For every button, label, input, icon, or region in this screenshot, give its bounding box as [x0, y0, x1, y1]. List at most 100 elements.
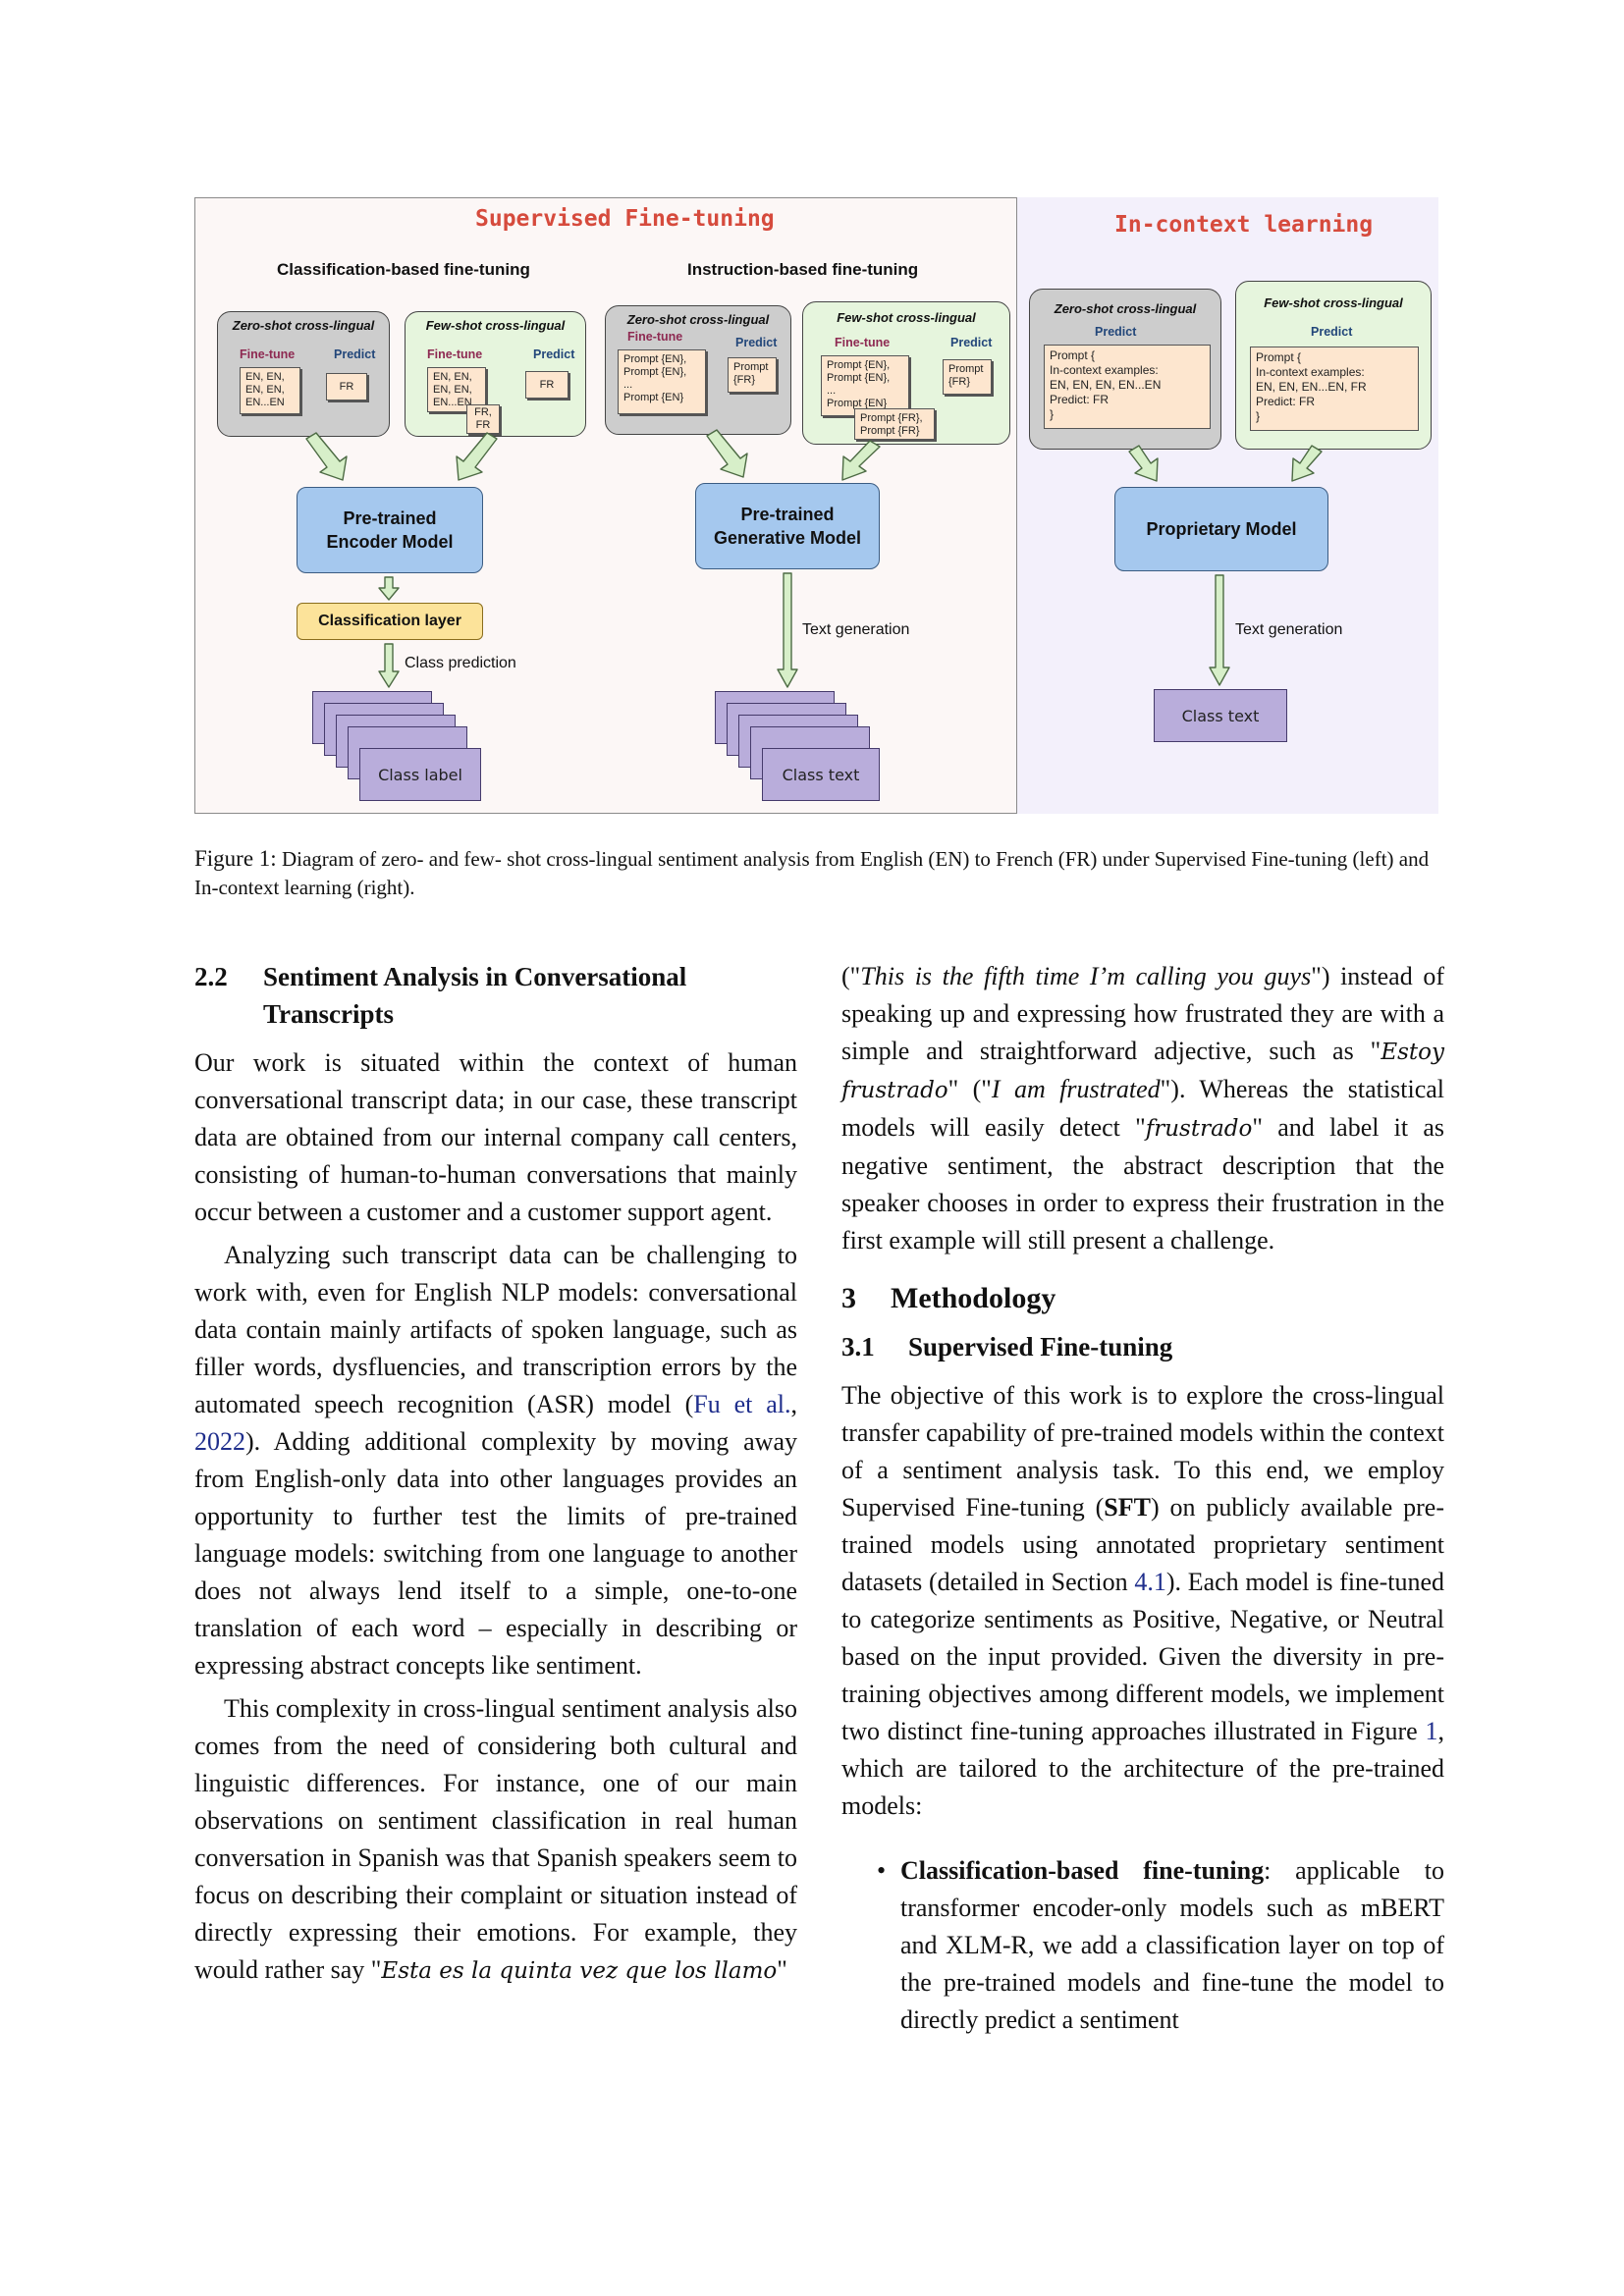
bullet-text: : applicable to transformer encoder-only… [900, 1856, 1445, 2034]
predict-label: Predict [1311, 325, 1353, 339]
text-span: The objective of this work is to explore… [841, 1381, 1444, 1522]
text-span: This complexity in cross-lingual sentime… [194, 1694, 797, 1984]
finetune-label: Fine-tune [240, 347, 296, 361]
icl-prompt-note: Prompt { In-context examples: EN, EN, EN… [1044, 345, 1211, 429]
paragraph: The objective of this work is to explore… [841, 1377, 1444, 1825]
text-span: ") instead of speaking up and expressing… [841, 962, 1444, 1065]
predict-label: Predict [1095, 325, 1137, 339]
section-number: 3.1 [841, 1332, 875, 1362]
finetune-label: Fine-tune [835, 336, 891, 349]
few-shot-data-note: FR, FR [466, 404, 500, 434]
text-span: ). Each model is fine-tuned to categoriz… [841, 1568, 1445, 1745]
arrow [378, 643, 400, 688]
prediction-data-note: Prompt {FR} [943, 359, 992, 395]
text-span: ). Adding additional complexity by movin… [194, 1427, 797, 1680]
approach-list: Classification-based fine-tuning: applic… [841, 1852, 1444, 2039]
flow-arrows [305, 429, 1323, 688]
panel-title: Few-shot cross-lingual [837, 310, 976, 325]
classification-finetuning-heading: Classification-based fine-tuning [277, 260, 530, 279]
in-context-learning-title: In-context learning [1114, 212, 1374, 238]
instruction-finetuning-heading: Instruction-based fine-tuning [687, 260, 919, 279]
predict-label: Predict [735, 336, 778, 349]
paragraph: ("This is the fifth time I’m calling you… [841, 958, 1444, 1259]
predict-label: Predict [533, 347, 575, 361]
class-text-output-icl: Class text [1154, 689, 1287, 742]
text-span: " and label it as negative sentiment, th… [841, 1113, 1444, 1255]
list-item: Classification-based fine-tuning: applic… [877, 1852, 1445, 2039]
paragraph: Analyzing such transcript data can be ch… [194, 1237, 797, 1684]
citation-name: Fu et al. [693, 1390, 791, 1418]
figure-caption: Figure 1: Diagram of zero- and few- shot… [194, 844, 1441, 902]
panel-title: Few-shot cross-lingual [425, 318, 566, 333]
figure-ref-link[interactable]: 1 [1425, 1717, 1438, 1745]
sft-abbreviation: SFT [1104, 1493, 1151, 1522]
arrow [1209, 574, 1230, 686]
panel-few-shot-classification: Few-shot cross-lingual Fine-tune Predict… [405, 311, 586, 437]
section-title: Sentiment Analysis in Conversational Tra… [263, 962, 687, 1029]
panel-zero-shot-instruction: Zero-shot cross-lingual Fine-tune Predic… [605, 305, 791, 435]
predict-label: Predict [334, 347, 376, 361]
bullet-term: Classification-based fine-tuning [900, 1856, 1265, 1885]
citation-link[interactable]: Fu et al., 2022 [194, 1390, 797, 1456]
finetune-label: Fine-tune [427, 347, 483, 361]
text-generation-label: Text generation [802, 621, 910, 638]
prediction-data-note: Prompt {FR} [728, 357, 777, 393]
class-text-output: Class text [762, 748, 880, 801]
arrow [378, 576, 400, 601]
panel-few-shot-icl: Few-shot cross-lingual Predict Prompt { … [1235, 281, 1432, 450]
pretrained-encoder-model: Pre-trained Encoder Model [297, 487, 483, 573]
section-title: Methodology [891, 1282, 1056, 1314]
spanish-word: frustrado [1145, 1116, 1253, 1142]
caption-label: Figure 1: [194, 846, 277, 871]
proprietary-model: Proprietary Model [1114, 487, 1328, 571]
prediction-data-note: FR [525, 371, 568, 399]
panel-zero-shot-classification: Zero-shot cross-lingual Fine-tune Predic… [217, 311, 390, 437]
panel-title: Zero-shot cross-lingual [1054, 301, 1197, 316]
section-title: Supervised Fine-tuning [908, 1332, 1173, 1362]
arrow [1291, 445, 1323, 482]
section-number: 3 [841, 1282, 856, 1314]
class-label-output: Class label [359, 748, 481, 801]
arrow [1128, 445, 1159, 482]
left-column: 2.2 Sentiment Analysis in Conversational… [194, 958, 797, 1990]
text-generation-label: Text generation [1235, 621, 1343, 638]
panel-title: Zero-shot cross-lingual [626, 312, 770, 327]
paragraph: Our work is situated within the context … [194, 1048, 797, 1226]
supervised-finetuning-title: Supervised Fine-tuning [475, 206, 775, 232]
citation-separator: , [790, 1390, 798, 1418]
class-prediction-label: Class prediction [405, 655, 516, 671]
panel-title: Zero-shot cross-lingual [232, 318, 375, 333]
few-shot-data-note: Prompt {FR}, Prompt {FR} [854, 408, 935, 440]
text-span: ) on publicly available pre-trained mode… [841, 1493, 1445, 1596]
arrow [706, 429, 748, 478]
section-heading-2-2: 2.2 Sentiment Analysis in Conversational… [194, 958, 797, 1033]
text-span: , which are tailored to the architecture… [841, 1717, 1444, 1820]
english-example: I am frustrated [991, 1075, 1161, 1103]
training-data-note: Prompt {EN}, Prompt {EN}, ... Prompt {EN… [618, 349, 706, 414]
english-example: This is the fifth time I’m calling you g… [860, 962, 1312, 990]
finetune-label: Fine-tune [627, 330, 683, 344]
section-heading-3-1: 3.1 Supervised Fine-tuning [841, 1328, 1444, 1365]
spanish-example: Estoy frustrado [841, 1040, 1444, 1103]
panel-few-shot-instruction: Few-shot cross-lingual Fine-tune Predict… [802, 301, 1010, 445]
section-heading-3: 3 Methodology [841, 1279, 1444, 1318]
panel-zero-shot-icl: Zero-shot cross-lingual Predict Prompt {… [1029, 289, 1221, 450]
training-data-note: EN, EN, EN, EN, EN...EN [240, 367, 300, 414]
arrow [841, 440, 881, 481]
classification-layer: Classification layer [297, 603, 483, 640]
section-ref-link[interactable]: 4.1 [1134, 1568, 1166, 1596]
citation-year: 2022 [194, 1427, 245, 1456]
text-span: "). Whereas the statistical models will … [841, 1075, 1444, 1142]
text-span: " [777, 1955, 787, 1984]
icl-prompt-note: Prompt { In-context examples: EN, EN, EN… [1250, 347, 1419, 431]
panel-title: Few-shot cross-lingual [1264, 295, 1403, 310]
section-number: 2.2 [194, 962, 228, 991]
pretrained-generative-model: Pre-trained Generative Model [695, 483, 880, 569]
arrow [305, 432, 348, 481]
predict-label: Predict [950, 336, 993, 349]
paragraph: This complexity in cross-lingual sentime… [194, 1690, 797, 1990]
text-span: " (" [947, 1075, 992, 1103]
spanish-example: Esta es la quinta vez que los llamo [381, 1958, 778, 1984]
text-span: (" [841, 962, 861, 990]
right-column: ("This is the fifth time I’m calling you… [841, 958, 1444, 2039]
